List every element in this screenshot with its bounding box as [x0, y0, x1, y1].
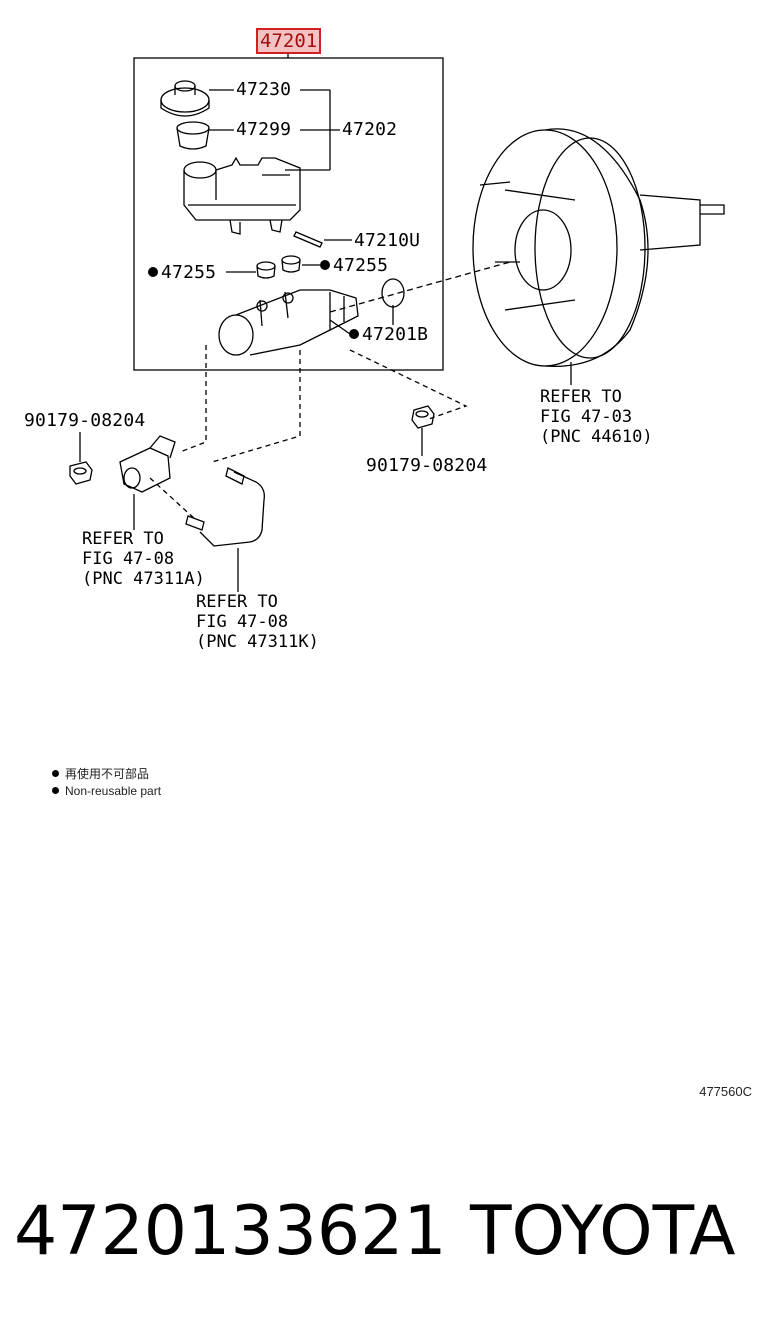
- nut-left: [69, 461, 93, 485]
- reservoir-47202: [183, 156, 301, 235]
- legend-text-english: Non-reusable part: [65, 784, 162, 798]
- callout-47210U[interactable]: 47210U: [354, 230, 421, 251]
- pin-47210U: [293, 231, 323, 248]
- assembly-part-number[interactable]: 47201: [256, 28, 322, 54]
- master-cylinder: [218, 289, 359, 356]
- brake-booster: [472, 128, 725, 385]
- callout-47230[interactable]: 47230: [236, 79, 292, 100]
- callout-47202[interactable]: 47202: [342, 119, 398, 140]
- alignment-line: [329, 261, 511, 313]
- grommet-right: [281, 255, 301, 273]
- callout-47255-right[interactable]: 47255: [320, 256, 388, 276]
- legend-line-english: Non-reusable part: [52, 783, 161, 799]
- non-reusable-dot-icon: [148, 267, 158, 277]
- callout-47255-left-text: 47255: [161, 262, 217, 283]
- reference-tube[interactable]: REFER TO FIG 47-08 (PNC 47311K): [196, 592, 319, 652]
- brake-tube: [185, 467, 265, 547]
- reference-booster[interactable]: REFER TO FIG 47-03 (PNC 44610): [540, 387, 653, 447]
- callout-90179-right[interactable]: 90179-08204: [366, 455, 488, 476]
- legend-dot-icon: [52, 787, 59, 794]
- nut-right: [411, 405, 435, 429]
- callout-47299[interactable]: 47299: [236, 119, 292, 140]
- callout-90179-left[interactable]: 90179-08204: [24, 410, 146, 431]
- reference-switch[interactable]: REFER TO FIG 47-08 (PNC 47311A): [82, 529, 205, 589]
- assembly-frame: [133, 57, 444, 371]
- footer-brand: TOYOTA: [470, 1192, 736, 1271]
- non-reusable-dot-icon: [320, 260, 330, 270]
- legend-dot-icon: [52, 770, 59, 777]
- callout-47255-right-text: 47255: [333, 255, 389, 276]
- oring-47201B: [381, 278, 405, 308]
- filter-47299: [176, 121, 210, 150]
- pressure-switch: [119, 435, 176, 493]
- grommet-left: [256, 261, 276, 279]
- non-reusable-dot-icon: [349, 329, 359, 339]
- legend-line-japanese: 再使用不可部品: [52, 766, 149, 782]
- cap-47230: [160, 80, 210, 117]
- legend-text-japanese: 再使用不可部品: [65, 767, 150, 781]
- footer-part-number: 4720133621: [14, 1192, 447, 1271]
- callout-47201B[interactable]: 47201B: [349, 325, 428, 345]
- callout-47255-left[interactable]: 47255: [148, 263, 216, 283]
- callout-47201B-text: 47201B: [362, 324, 429, 345]
- figure-code: 477560C: [699, 1084, 752, 1099]
